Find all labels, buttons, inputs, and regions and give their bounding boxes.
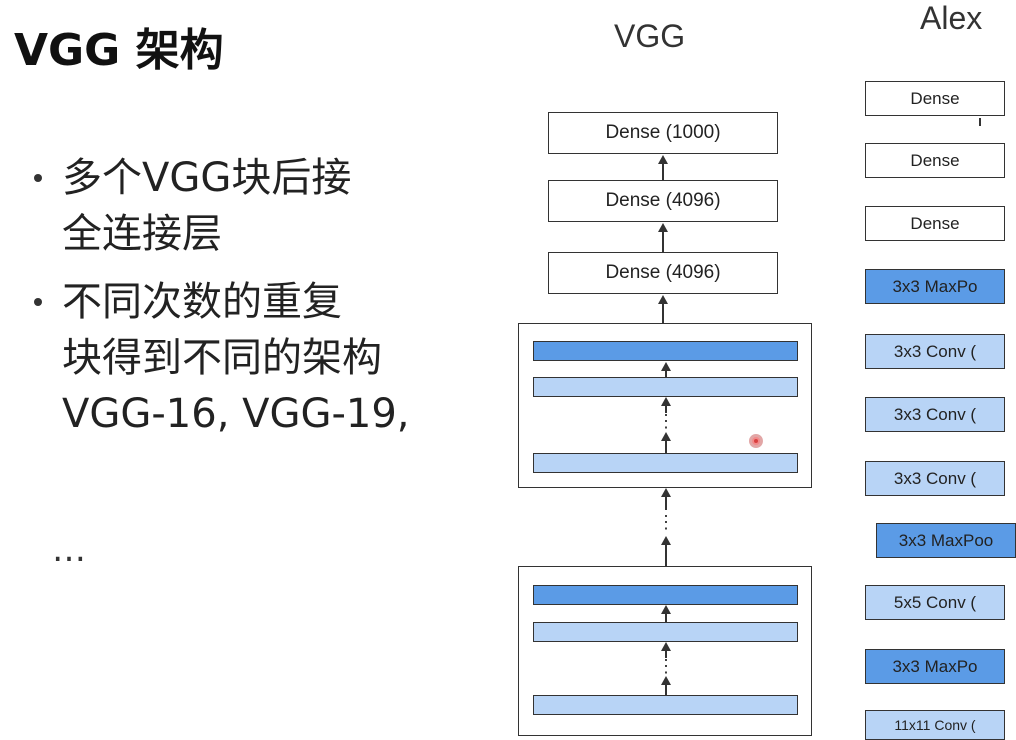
vgg-block-conv-bar [533,453,798,473]
arrow-up-icon [658,295,668,323]
alexnet-conv: 3x3 Conv ( [865,461,1005,496]
bullet-ellipsis: … [52,530,90,570]
vgg-block-pool-bar [533,585,798,605]
alexnet-conv: 3x3 Conv ( [865,397,1005,432]
arrow-up-icon [661,642,671,658]
bullet-line: 全连接层 [62,211,222,257]
arrow-up-icon [661,536,671,566]
vgg-block-conv-bar [533,377,798,397]
vgg-block-conv-bar [533,622,798,642]
alexnet-dense: Dense [865,81,1005,116]
vgg-title: VGG [614,18,686,54]
arrow-up-icon [979,118,981,126]
alexnet-maxpool: 3x3 MaxPo [865,269,1005,304]
arrow-up-icon [661,432,671,453]
alexnet-conv: 3x3 Conv ( [865,334,1005,369]
bullet-line: 多个VGG块后接 [62,155,352,201]
bullet-line: VGG-16, VGG-19, [62,391,410,437]
vgg-dense-4096-bottom: Dense (4096) [548,252,778,294]
alexnet-title: Alex [920,0,983,36]
vgg-block-dots: ⋮ [657,411,675,431]
bullet-dot-icon [34,174,42,182]
bullet-dot-icon [34,298,42,306]
bullet-line: 不同次数的重复 [62,279,342,325]
alexnet-dense: Dense [865,206,1005,241]
arrow-up-icon [661,605,671,622]
vgg-block-dots: ⋮ [657,656,675,676]
bullet-line: 块得到不同的架构 [62,335,382,381]
alexnet-conv: 5x5 Conv ( [865,585,1005,620]
arrow-up-icon [661,676,671,695]
bullet-item: 多个VGG块后接 全连接层 [22,150,462,262]
vgg-dense-4096-top: Dense (4096) [548,180,778,222]
alexnet-dense: Dense [865,143,1005,178]
vgg-block-pool-bar [533,341,798,361]
arrow-up-icon [658,223,668,252]
cursor-indicator-icon [749,434,763,448]
arrow-up-icon [661,397,671,413]
arrow-up-icon [661,488,671,510]
alexnet-maxpool: 3x3 MaxPo [865,649,1005,684]
bullet-item: 不同次数的重复 块得到不同的架构 VGG-16, VGG-19, [22,274,462,442]
slide-title: VGG 架构 [14,25,224,76]
arrow-up-icon [661,362,671,377]
alexnet-conv: 11x11 Conv ( [865,710,1005,740]
bullet-list: 多个VGG块后接 全连接层 不同次数的重复 块得到不同的架构 VGG-16, V… [22,150,462,454]
vgg-dense-1000: Dense (1000) [548,112,778,154]
arrow-up-icon [658,155,668,180]
vgg-between-dots: ⋮ [657,512,675,532]
alexnet-maxpool: 3x3 MaxPoo [876,523,1016,558]
vgg-block-conv-bar [533,695,798,715]
